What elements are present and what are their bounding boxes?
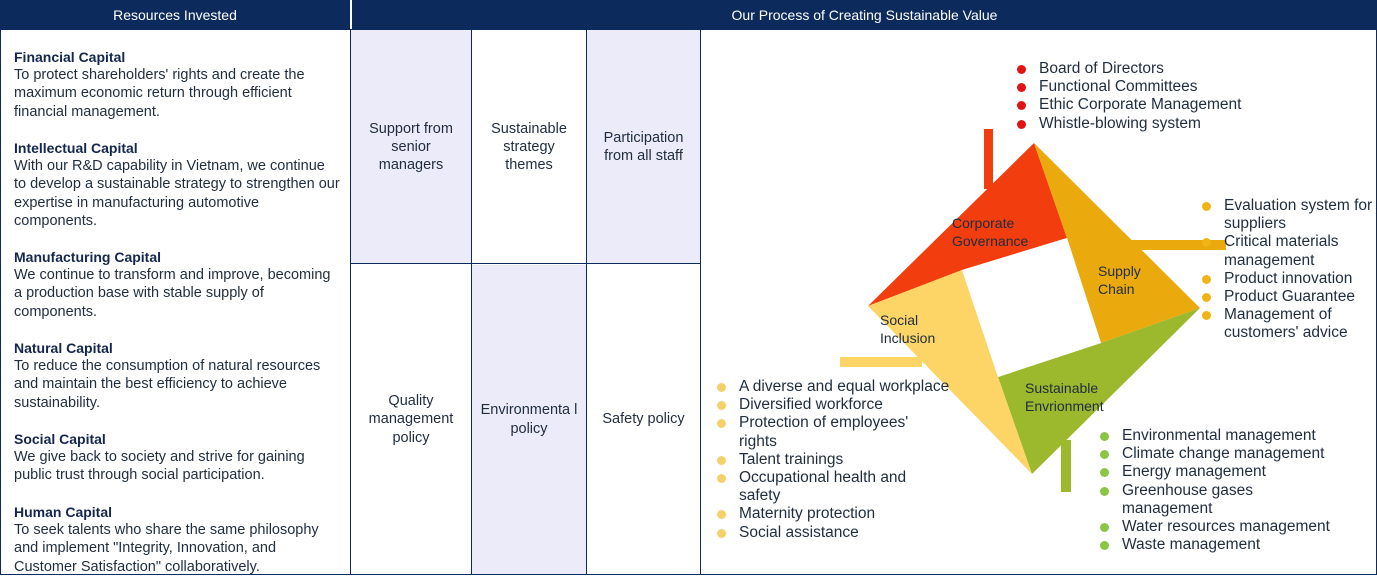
supply-connector bbox=[1130, 240, 1226, 250]
list-item: Protection of employees' rights bbox=[715, 414, 929, 450]
list-item: Ethic Corporate Management bbox=[1015, 96, 1275, 114]
list-item: Occupational health and safety bbox=[715, 469, 944, 505]
list-item: Talent trainings bbox=[715, 451, 965, 469]
environment-list: Environmental management Climate change … bbox=[1098, 427, 1368, 554]
list-item: Greenhouse gases management bbox=[1098, 482, 1312, 518]
capital-intellectual: Intellectual Capital With our R&D capabi… bbox=[14, 139, 340, 230]
bullet-dot bbox=[717, 528, 726, 538]
label-corporate-governance: Corporate Governance bbox=[952, 215, 1029, 249]
bullet-dot bbox=[1202, 238, 1211, 248]
capital-title: Intellectual Capital bbox=[14, 140, 138, 156]
grid-divider bbox=[471, 29, 472, 575]
grid-quality-management-policy: Quality management policy bbox=[368, 393, 454, 446]
bullet-dot bbox=[1202, 293, 1211, 303]
social-connector bbox=[840, 357, 922, 367]
bullet-dot bbox=[1100, 486, 1109, 496]
process-header: Our Process of Creating Sustainable Valu… bbox=[352, 0, 1377, 29]
bullet-dot bbox=[717, 401, 726, 411]
supply-list: Evaluation system for suppliers Critical… bbox=[1200, 197, 1374, 343]
segment-environment bbox=[998, 308, 1200, 474]
capital-body: To protect shareholders' rights and crea… bbox=[14, 67, 305, 120]
grid-divider bbox=[586, 29, 587, 575]
bullet-dot bbox=[1017, 119, 1026, 129]
governance-connector bbox=[984, 129, 993, 189]
list-item: Environmental management bbox=[1098, 427, 1368, 445]
bullet-dot bbox=[717, 455, 726, 465]
capital-body: With our R&D capability in Vietnam, we c… bbox=[14, 158, 340, 229]
bullet-dot bbox=[717, 474, 726, 484]
bullet-dot bbox=[1017, 101, 1026, 111]
capital-title: Natural Capital bbox=[14, 340, 113, 356]
list-item: Waste management bbox=[1098, 536, 1368, 554]
bullet-dot bbox=[717, 383, 726, 392]
capital-body: We give back to society and strive for g… bbox=[14, 449, 305, 484]
capital-natural: Natural Capital To reduce the consumptio… bbox=[14, 339, 340, 412]
sustainability-diamond-diagram bbox=[840, 129, 1226, 492]
label-supply-chain: Supply Chain bbox=[1098, 263, 1141, 297]
bullet-dot bbox=[1100, 450, 1109, 460]
governance-list: Board of Directors Functional Committees… bbox=[1015, 60, 1275, 133]
list-item: A diverse and equal workplace bbox=[715, 378, 965, 396]
bullet-dot bbox=[1100, 468, 1109, 478]
list-item: Diversified workforce bbox=[715, 396, 965, 414]
segment-governance bbox=[868, 143, 1067, 306]
grid-participation-all-staff: Participation from all staff bbox=[587, 30, 700, 264]
list-item: Product innovation bbox=[1200, 270, 1374, 288]
social-list: A diverse and equal workplace Diversifie… bbox=[715, 378, 965, 542]
list-item: Water resources management bbox=[1098, 518, 1368, 536]
capital-title: Manufacturing Capital bbox=[14, 249, 162, 265]
capital-body: To reduce the consumption of natural res… bbox=[14, 358, 321, 411]
bullet-dot bbox=[1100, 523, 1109, 533]
list-item: Functional Committees bbox=[1015, 78, 1275, 96]
capital-social: Social Capital We give back to society a… bbox=[14, 430, 340, 485]
bullet-dot bbox=[1100, 541, 1109, 551]
list-item: Evaluation system for suppliers bbox=[1200, 197, 1374, 233]
grid-divider bbox=[700, 29, 701, 575]
capital-body: To seek talents who share the same philo… bbox=[14, 522, 319, 575]
list-item: Product Guarantee bbox=[1200, 288, 1374, 306]
capital-manufacturing: Manufacturing Capital We continue to tra… bbox=[14, 248, 340, 321]
list-item: Management of customers' advice bbox=[1200, 306, 1374, 342]
label-social-inclusion: Social Inclusion bbox=[880, 312, 936, 346]
capital-title: Human Capital bbox=[14, 504, 113, 520]
environment-connector bbox=[1061, 440, 1071, 492]
bullet-dot bbox=[717, 510, 726, 520]
bullet-dot bbox=[1202, 311, 1211, 321]
list-item: Critical materials management bbox=[1200, 233, 1374, 269]
list-item: Climate change management bbox=[1098, 445, 1368, 463]
grid-divider bbox=[351, 263, 700, 264]
capital-title: Financial Capital bbox=[14, 49, 126, 65]
bullet-dot bbox=[1100, 432, 1109, 441]
list-item: Whistle-blowing system bbox=[1015, 115, 1275, 133]
grid-sustainable-strategy-themes: Sustainable strategy themes bbox=[491, 120, 567, 174]
bullet-dot bbox=[1017, 65, 1026, 74]
bullet-dot bbox=[717, 419, 726, 429]
capital-financial: Financial Capital To protect shareholder… bbox=[14, 48, 340, 121]
bullet-dot bbox=[1017, 83, 1026, 93]
diamond-center bbox=[962, 238, 1101, 377]
label-sustainable-environment: Sustainable Envrionment bbox=[1025, 380, 1104, 414]
list-item: Social assistance bbox=[715, 524, 965, 542]
bullet-dot bbox=[1202, 202, 1211, 211]
list-item: Maternity protection bbox=[715, 505, 965, 523]
bullet-dot bbox=[1202, 274, 1211, 284]
grid-environmental-policy: Environmenta l policy bbox=[472, 265, 586, 574]
capital-title: Social Capital bbox=[14, 431, 106, 447]
grid-safety-policy: Safety policy bbox=[602, 411, 685, 428]
capital-human: Human Capital To seek talents who share … bbox=[14, 503, 340, 576]
grid-support-senior-managers: Support from senior managers bbox=[351, 30, 471, 264]
resources-header: Resources Invested bbox=[0, 0, 350, 29]
list-item: Energy management bbox=[1098, 463, 1368, 481]
segment-social bbox=[868, 270, 1032, 474]
segment-supply bbox=[1034, 143, 1200, 343]
list-item: Board of Directors bbox=[1015, 60, 1275, 78]
capital-body: We continue to transform and improve, be… bbox=[14, 267, 331, 320]
